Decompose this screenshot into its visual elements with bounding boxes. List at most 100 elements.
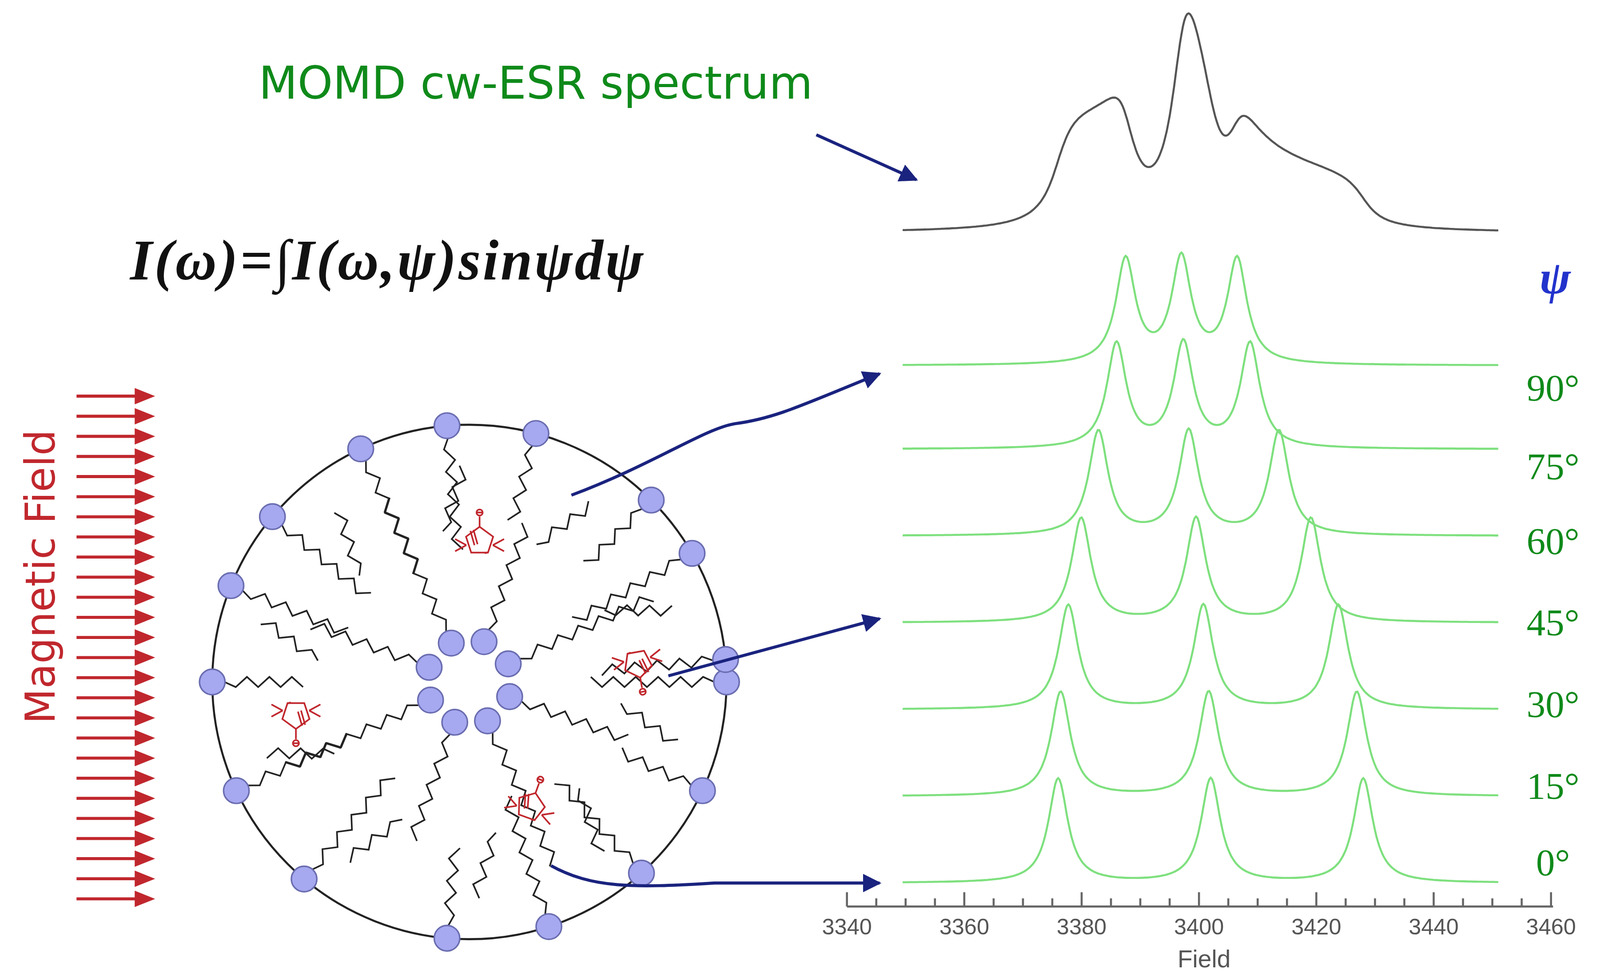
nitroxide	[455, 509, 505, 554]
lipid-tail	[411, 733, 451, 841]
tick-label: 3400	[1174, 915, 1224, 939]
double-bond	[298, 710, 306, 726]
field-arrow	[76, 655, 141, 659]
lipid-tail	[519, 597, 654, 659]
tick	[845, 891, 848, 907]
lipid-tail	[488, 522, 528, 630]
tick	[1344, 898, 1347, 907]
arrow-head	[134, 508, 156, 526]
double-bond	[520, 792, 533, 810]
lipid-tail	[445, 847, 461, 926]
lipid-tail	[350, 819, 403, 863]
field-arrow	[76, 635, 141, 639]
lipid-tail	[604, 604, 673, 616]
lipid-tail	[620, 703, 679, 741]
lipid-head	[523, 420, 549, 446]
lipid-tail	[247, 733, 347, 786]
angle-label: 45°	[1526, 603, 1580, 642]
lipid-head	[441, 709, 468, 735]
component-spectrum	[902, 252, 1499, 365]
methyls	[455, 512, 505, 554]
tick-label: 3360	[939, 915, 990, 939]
lipid-head	[259, 503, 286, 530]
double-bond	[639, 657, 649, 675]
angle-label: 90°	[1526, 368, 1580, 407]
component-spectrum	[902, 777, 1499, 882]
arrow-head	[134, 608, 156, 626]
arrow-head	[134, 850, 156, 867]
title: MOMD cw-ESR spectrum	[258, 61, 813, 107]
methyls	[271, 702, 321, 744]
lipid-head	[497, 683, 523, 709]
arrow-head	[134, 669, 156, 686]
arrow-head	[134, 830, 156, 847]
field-arrow	[76, 434, 141, 438]
axis-title: Field	[1177, 947, 1231, 972]
lipid-tail	[507, 445, 534, 520]
lipid-head	[638, 487, 664, 513]
lipid-tail	[334, 512, 362, 576]
lipid-head	[471, 628, 497, 654]
field-arrow	[76, 676, 141, 680]
field-arrow	[76, 575, 141, 579]
field-arrow	[76, 595, 141, 599]
field-arrow	[76, 535, 141, 539]
spectra	[902, 13, 1499, 882]
field-arrow	[76, 414, 141, 418]
axis-caption: Magnetic Field	[20, 429, 62, 724]
arrow-head	[134, 548, 156, 566]
methyls	[611, 647, 668, 697]
tick	[1227, 898, 1230, 907]
lipid-tail	[536, 501, 589, 545]
field-arrow	[76, 776, 141, 780]
field-arrow	[76, 494, 141, 498]
lipid-head	[438, 630, 464, 656]
spin-labels	[271, 509, 668, 827]
tick	[1520, 898, 1523, 907]
arrow-head	[134, 528, 156, 546]
arrow-head	[134, 488, 156, 505]
arrow-head	[134, 749, 156, 767]
tick-label: 3340	[821, 915, 872, 939]
angle-label: 60°	[1526, 521, 1580, 560]
ring	[282, 702, 310, 729]
arrow-head	[134, 428, 156, 445]
oxygen	[536, 775, 545, 784]
arrow-head	[134, 387, 156, 405]
arrow-head	[134, 407, 156, 425]
arrow-head	[134, 709, 156, 726]
lipid-tail	[281, 524, 371, 594]
component-spectrum	[902, 690, 1499, 796]
arrow-head	[134, 729, 156, 747]
tick	[934, 898, 937, 907]
lipid-tail	[285, 704, 420, 767]
lipid-tail	[577, 788, 605, 851]
arrow-head	[134, 769, 156, 787]
tick	[1110, 898, 1113, 907]
lipid-head	[536, 913, 562, 940]
tick	[1022, 898, 1025, 907]
field-arrow	[76, 394, 141, 398]
tick	[875, 898, 878, 907]
tick	[1461, 898, 1465, 907]
lipid-head	[679, 540, 705, 566]
lipid-heads	[199, 412, 740, 951]
lipid-tail	[473, 832, 496, 898]
tick	[1198, 891, 1201, 907]
lipid-tail	[554, 783, 634, 864]
lipid-head	[291, 866, 317, 892]
field-arrow	[76, 555, 141, 559]
field-arrow	[76, 816, 141, 820]
nitroxide	[271, 702, 321, 747]
field-arrow	[76, 454, 141, 458]
tick	[1373, 898, 1377, 907]
field-arrows	[76, 387, 156, 907]
oxygen	[639, 688, 647, 696]
lipid-tail	[442, 465, 466, 531]
field-axis	[847, 891, 1554, 907]
lipid-tail	[311, 778, 395, 870]
lipid-head	[474, 707, 501, 733]
tick-label: 3420	[1291, 915, 1342, 939]
ring	[465, 526, 494, 553]
